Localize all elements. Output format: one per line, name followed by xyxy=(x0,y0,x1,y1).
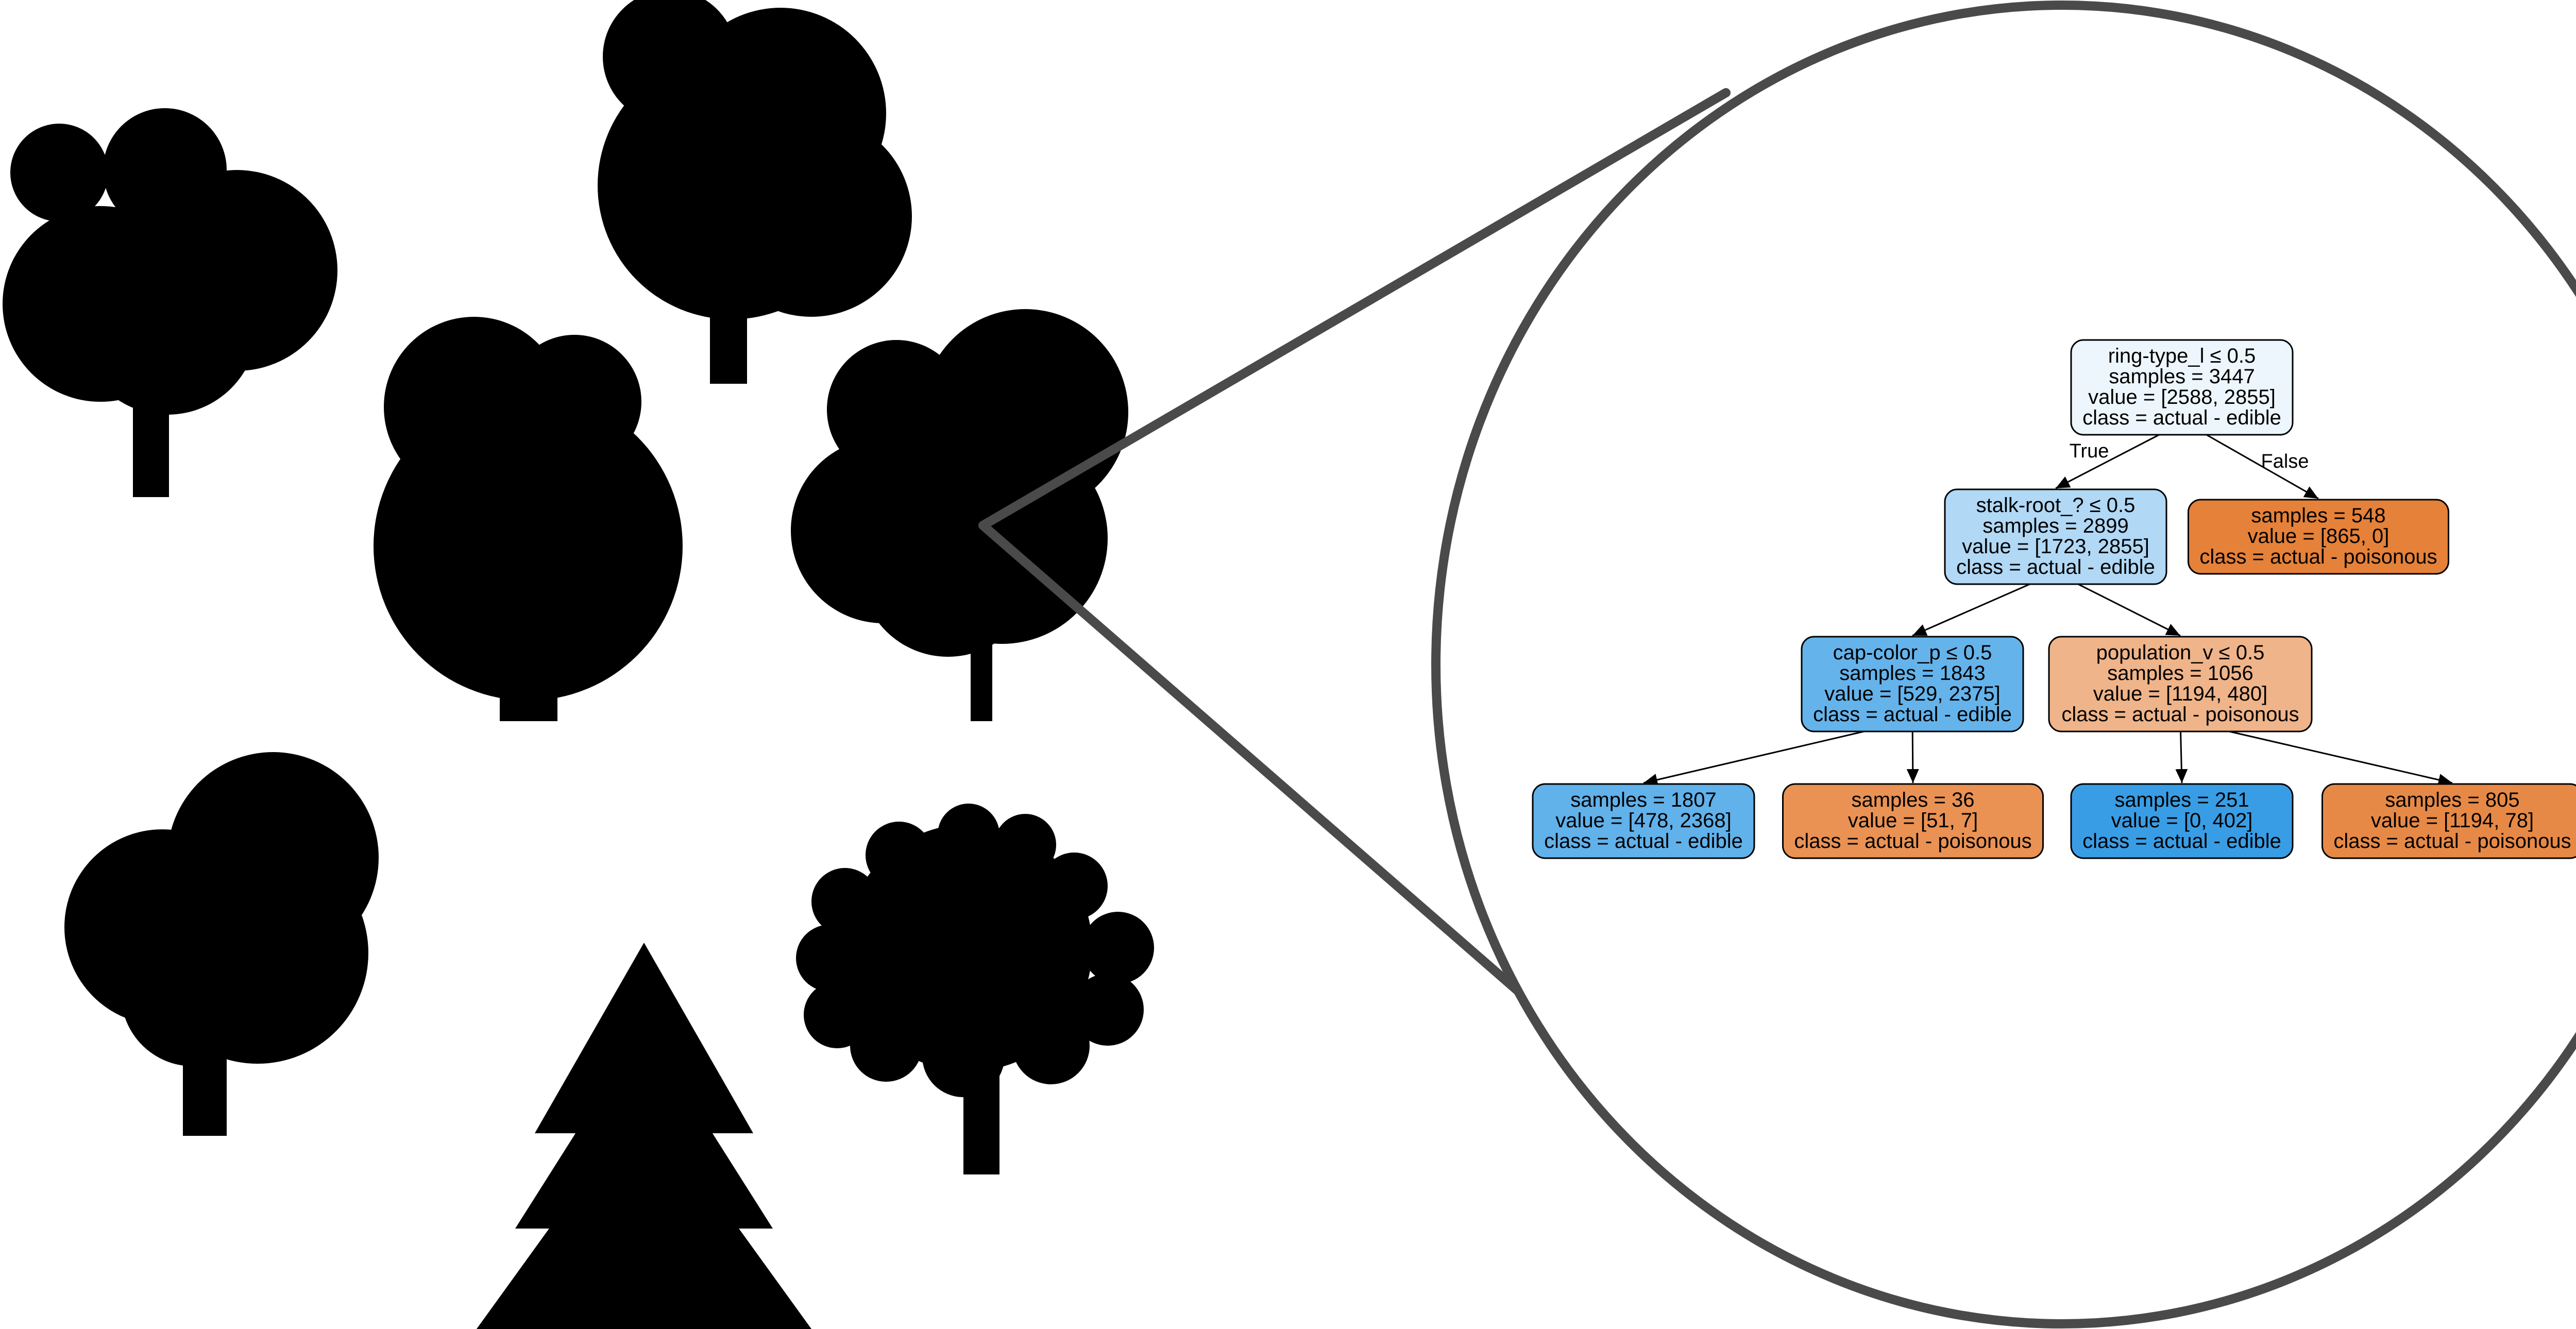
tree-node-text: samples = 36 xyxy=(1851,789,1974,811)
tree-node-text: class = actual - poisonous xyxy=(1794,830,2031,853)
tree-silhouette-icon xyxy=(3,108,337,497)
tree-node-text: samples = 1807 xyxy=(1570,789,1717,811)
tree-node-box xyxy=(2188,499,2449,575)
tree-node-box xyxy=(2048,636,2313,732)
tree-node-text: class = actual - edible xyxy=(1956,556,2155,578)
tree-edge xyxy=(1912,583,2030,637)
tree-node-text: value = [2588, 2855] xyxy=(2088,386,2276,408)
tree-node-text: class = actual - edible xyxy=(2082,406,2281,429)
tree-node-text: samples = 2899 xyxy=(1982,515,2129,537)
tree-edge xyxy=(2055,434,2160,489)
tree-node-text: class = actual - poisonous xyxy=(2061,703,2299,726)
tree-node-text: value = [1194, 480] xyxy=(2093,683,2267,705)
tree-node-box xyxy=(2070,339,2294,436)
tree-node-text: class = actual - poisonous xyxy=(2199,546,2437,568)
tree-silhouette-icon xyxy=(598,0,912,384)
tree-edge xyxy=(1643,730,1865,786)
tree-node-text: population_v ≤ 0.5 xyxy=(2096,641,2265,664)
tree-silhouette-icon xyxy=(791,309,1128,721)
tree-node-text: value = [529, 2375] xyxy=(1824,683,2000,705)
tree-node-text: samples = 1056 xyxy=(2107,662,2253,685)
zoom-line-upper xyxy=(978,88,1731,530)
tree-node-text: ring-type_l ≤ 0.5 xyxy=(2108,345,2256,367)
tree-node-text: value = [0, 402] xyxy=(2111,809,2253,832)
tree-node-text: class = actual - edible xyxy=(2082,830,2281,853)
tree-node-box xyxy=(1944,488,2167,585)
tree-edge xyxy=(2077,583,2181,637)
tree-node-text: value = [1194, 78] xyxy=(2371,809,2534,832)
tree-node-text: samples = 3447 xyxy=(2109,365,2255,388)
tree-node-box xyxy=(2070,783,2294,859)
tree-node-text: cap-color_p ≤ 0.5 xyxy=(1833,641,1992,664)
tree-node-box xyxy=(2321,783,2576,859)
tree-node-text: value = [51, 7] xyxy=(1848,809,1978,832)
zoom-callout xyxy=(978,1,2576,1328)
pine-tree-silhouette-icon xyxy=(477,943,811,1329)
tree-edge xyxy=(1906,731,1919,783)
tree-node-text: value = [478, 2368] xyxy=(1555,809,1731,832)
tree-node-box xyxy=(1782,783,2044,859)
tree-node-text: samples = 1843 xyxy=(1839,662,1986,685)
forest-silhouettes xyxy=(3,0,1154,1329)
edge-label-true: True xyxy=(2070,440,2109,462)
tree-node-text: class = actual - edible xyxy=(1813,703,2012,726)
tree-silhouette-icon xyxy=(796,804,1154,1174)
tree-node-text: class = actual - poisonous xyxy=(2333,830,2571,853)
tree-edge xyxy=(2175,731,2188,783)
tree-node-text: samples = 251 xyxy=(2114,789,2249,811)
edge-label-false: False xyxy=(2261,451,2309,472)
tree-silhouette-icon xyxy=(64,752,379,1136)
tree-node-text: samples = 548 xyxy=(2251,504,2385,527)
tree-node-box xyxy=(1801,636,2024,732)
zoom-line-lower xyxy=(978,521,1612,1074)
tree-node-text: samples = 805 xyxy=(2385,789,2519,811)
tree-silhouette-icon xyxy=(374,317,683,721)
tree-node-box xyxy=(1532,783,1755,859)
tree-node-text: stalk-root_? ≤ 0.5 xyxy=(1976,494,2136,517)
tree-edge xyxy=(2206,434,2319,500)
tree-node-text: value = [1723, 2855] xyxy=(1962,535,2149,558)
tree-node-text: class = actual - edible xyxy=(1544,830,1743,853)
tree-node-text: value = [865, 0] xyxy=(2248,525,2389,548)
tree-edge xyxy=(2229,730,2453,786)
